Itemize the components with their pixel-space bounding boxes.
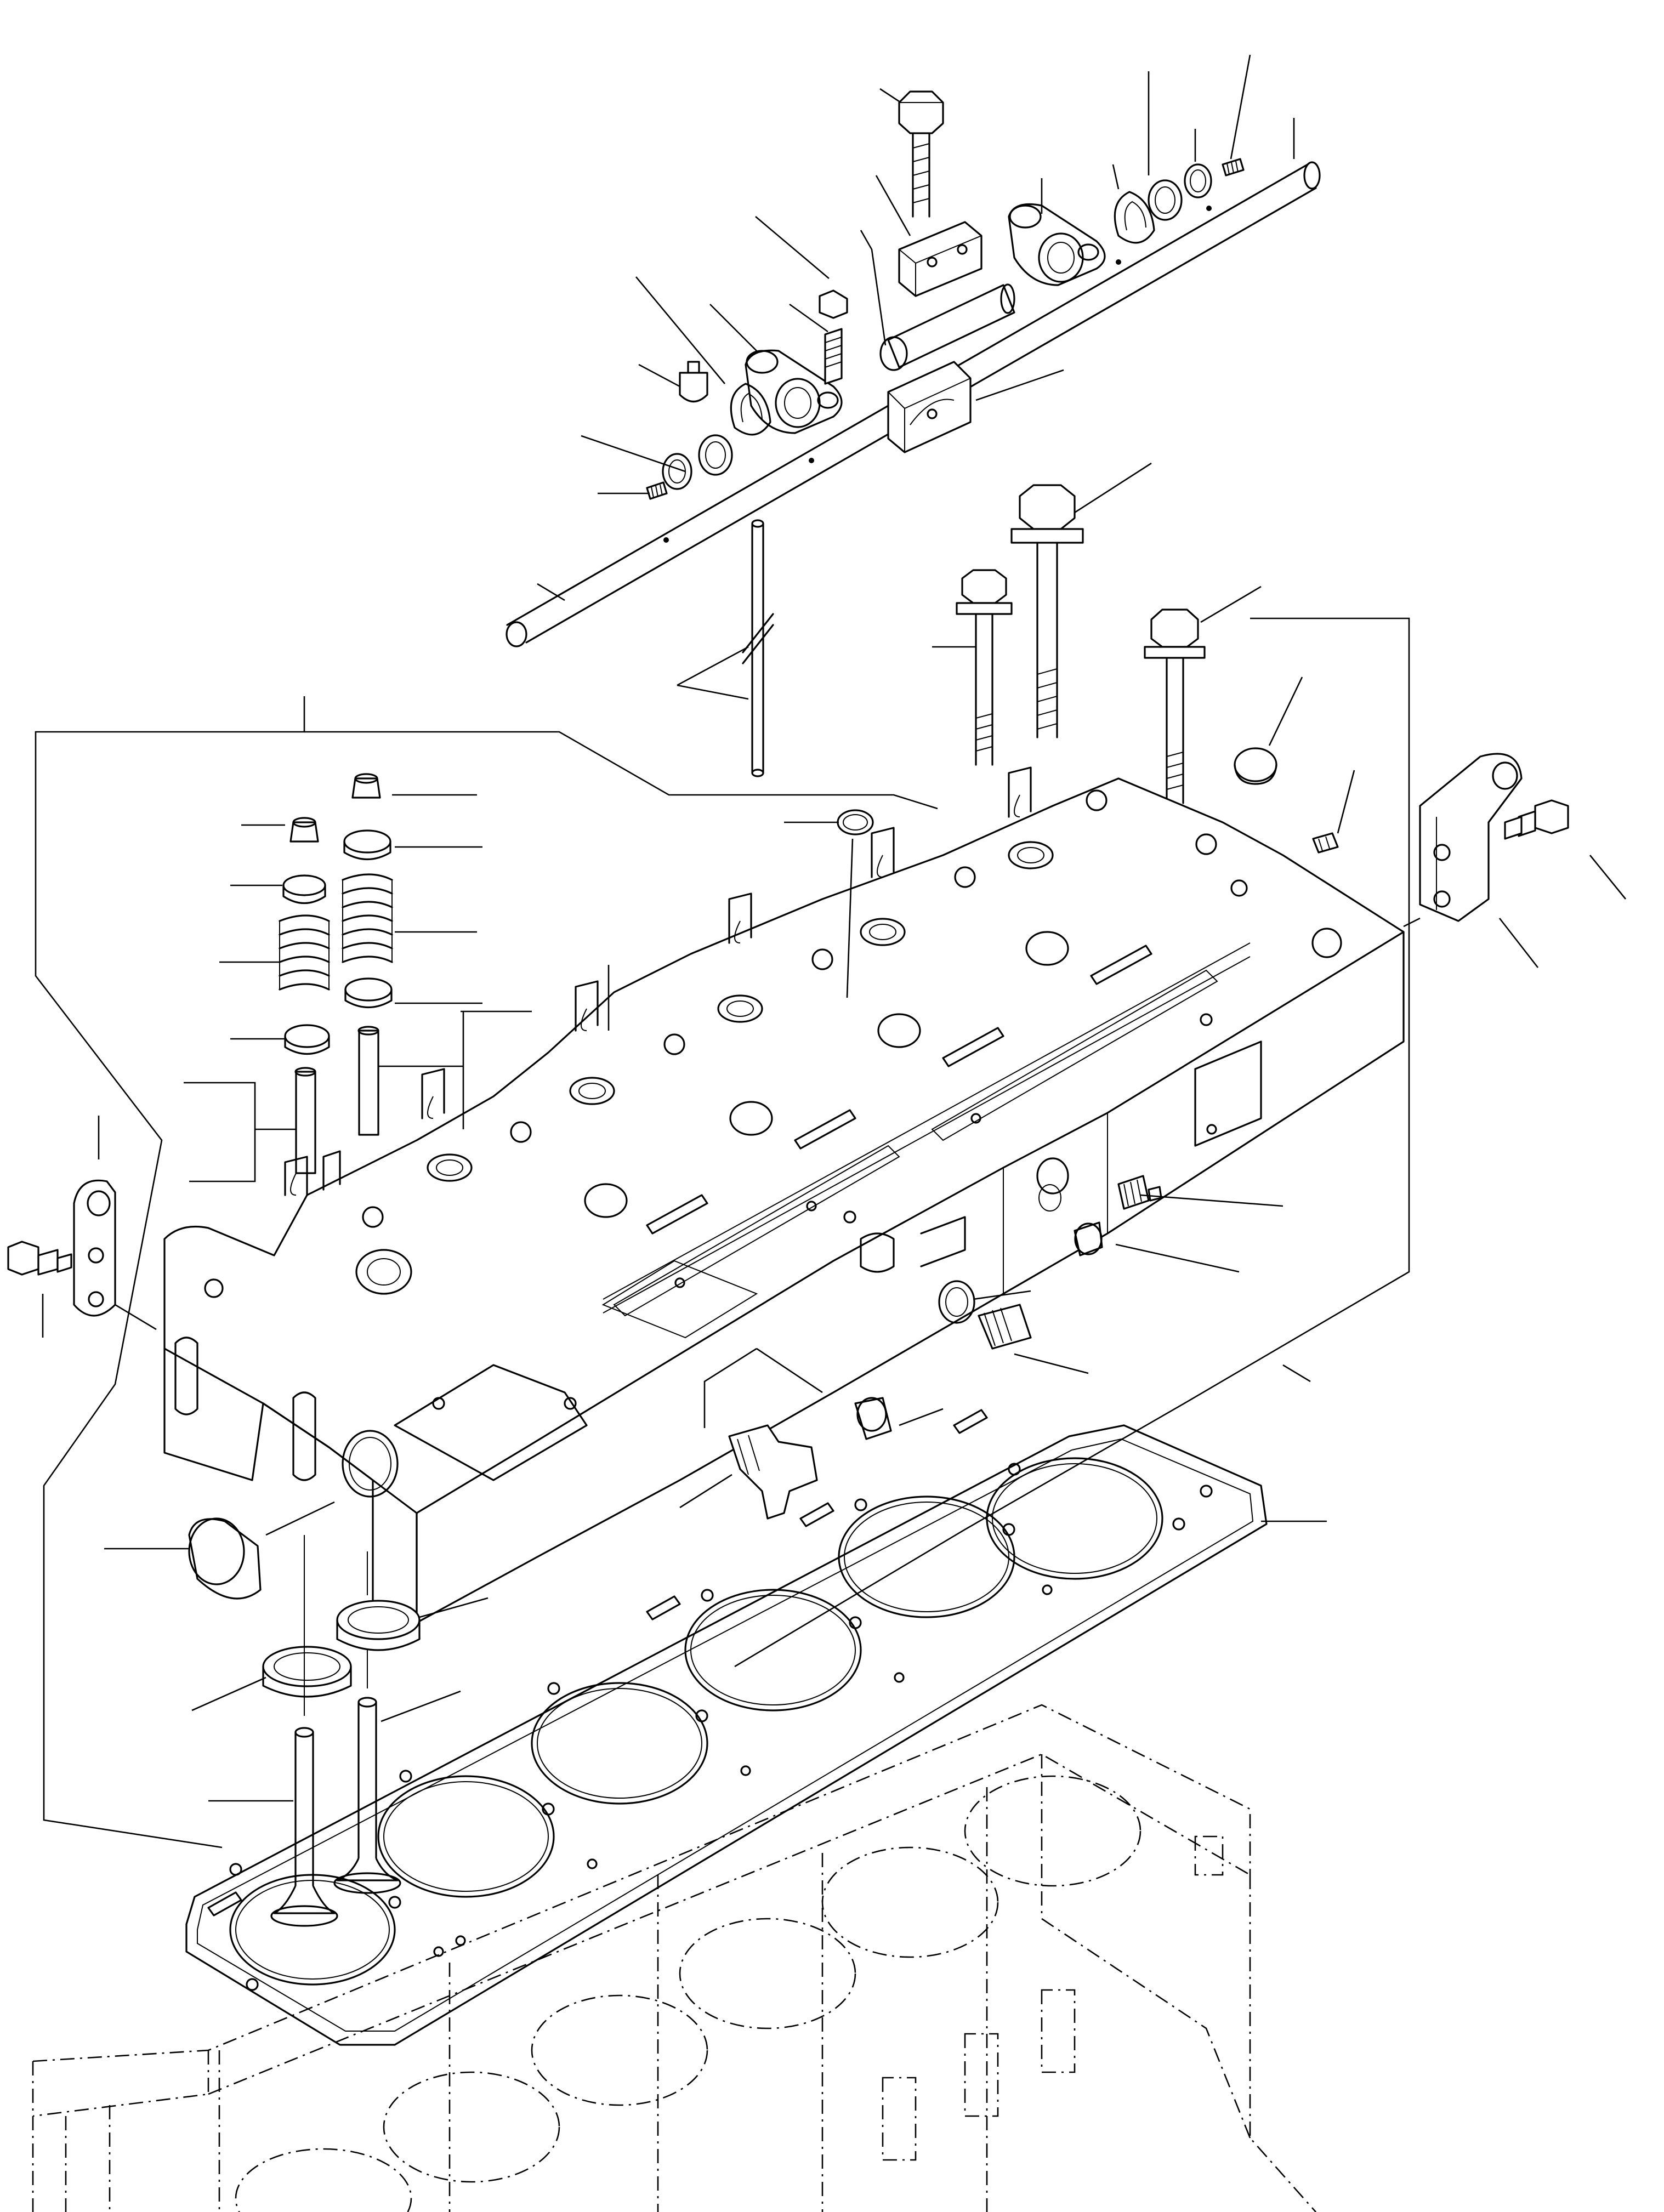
- valve-train-exhaust: [279, 817, 330, 1174]
- gasket-holes: [229, 1463, 1213, 1991]
- rocker-bracket-lower: [887, 361, 972, 453]
- ball-stud: [679, 361, 708, 403]
- spacer-tube: [879, 283, 1015, 371]
- o-ring-top: [837, 809, 874, 835]
- rocker-arm-right: [1008, 203, 1106, 286]
- fitting-plug-2: [1074, 1221, 1103, 1256]
- adjusting-screw: [819, 289, 848, 385]
- elbow-fitting: [728, 1424, 818, 1520]
- valve-ports: [355, 841, 1069, 1295]
- rocker-arm-assembly: [506, 90, 1321, 647]
- rocker-pedestals: [284, 766, 1032, 1196]
- deck-slots: [646, 945, 1152, 1235]
- bracket-bolt-left: [7, 1241, 72, 1276]
- washer-left: [698, 434, 733, 476]
- push-rod: [742, 519, 774, 777]
- bracket-bolt-right: [1504, 799, 1569, 840]
- set-screw-right: [1222, 158, 1245, 177]
- valve-train-intake: [342, 773, 393, 1136]
- intake-valve: [333, 1697, 401, 1894]
- head-bolt-long: [1010, 484, 1084, 738]
- gasket-bores: [229, 1457, 1163, 1986]
- head-bolt-short: [956, 569, 1013, 766]
- head-bolt-medium: [1144, 609, 1206, 804]
- threaded-plug-side: [978, 1304, 1032, 1350]
- plug-small-side: [854, 1397, 892, 1440]
- lifting-bracket-left: [73, 1179, 116, 1317]
- washer-right: [1148, 179, 1183, 221]
- engine-block-phantom: [32, 1704, 1316, 2212]
- gasket-slots: [207, 1409, 988, 1917]
- leader-lines: [35, 54, 1627, 1849]
- front-face-details: [174, 1337, 399, 1498]
- exhaust-valve: [270, 1727, 338, 1927]
- small-plug-top: [1312, 832, 1339, 854]
- snap-ring-left: [662, 453, 692, 490]
- intake-openings: [394, 969, 1218, 1481]
- valve-seat-insert-exhaust: [262, 1646, 352, 1698]
- rocker-bracket-upper: [898, 221, 983, 297]
- fitting-plug-1: [1117, 1175, 1162, 1210]
- expansion-plug: [1234, 747, 1277, 785]
- bracket-bolt: [898, 90, 944, 218]
- spring-clip-right: [1114, 191, 1155, 244]
- sealing-washer-side: [938, 1280, 975, 1324]
- valve-seat-insert-intake: [336, 1600, 421, 1651]
- cylinder-head: [163, 766, 1405, 1624]
- deck-bolt-holes: [204, 789, 1342, 1410]
- lifting-bracket-right: [1419, 753, 1523, 922]
- cup-plug: [188, 1517, 262, 1600]
- side-bosses: [860, 1040, 1262, 1273]
- head-gasket: [185, 1409, 1268, 2046]
- set-screw-left: [646, 481, 668, 500]
- snap-ring-right: [1184, 163, 1212, 198]
- spring-clip-left: [730, 383, 771, 436]
